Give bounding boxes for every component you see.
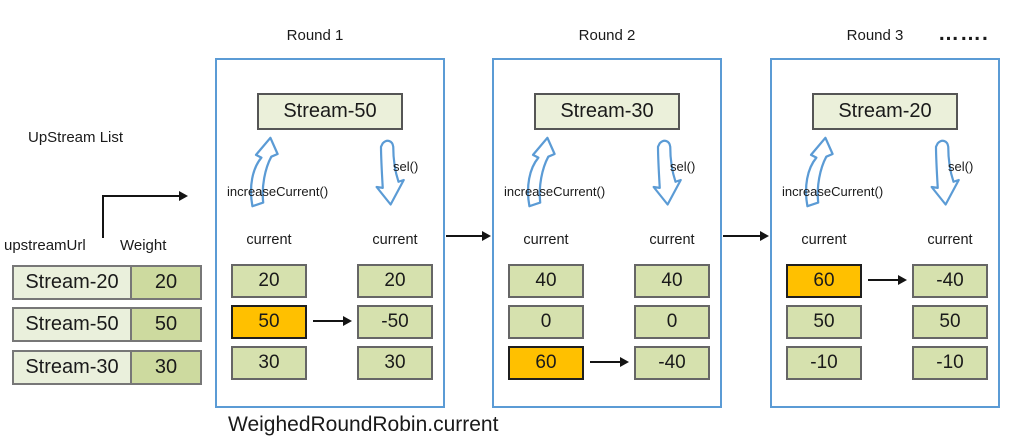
current-header-before: current [801,232,847,248]
current-cell: 40 [634,264,710,298]
current-values-before: 20 50 30 [231,264,307,387]
current-header-before: current [523,232,569,248]
current-header-after: current [372,232,418,248]
increase-current-label: increaseCurrent() [782,184,884,199]
current-header-after: current [649,232,695,248]
current-cell: -10 [912,346,988,380]
sel-label: sel() [948,159,974,174]
upstream-list-label: UpStream List [28,129,124,146]
current-cell: 30 [231,346,307,380]
round-1-box: Stream-50 increaseCurrent() sel() curren… [215,58,445,408]
upstream-url-cell: Stream-50 [12,307,130,342]
table-to-round1-arrow [102,191,188,201]
diagram-caption: WeighedRoundRobin.current [228,413,499,436]
sel-arrow-icon [652,139,682,206]
continuation-ellipsis: ……. [938,22,989,45]
current-cell: 0 [634,305,710,339]
current-cell: -40 [634,346,710,380]
sel-arrow-icon [375,139,405,206]
current-cell: -50 [357,305,433,339]
round2-to-round3-arrow [723,231,769,241]
selected-row-arrow [868,275,907,285]
current-cell: -40 [912,264,988,298]
selected-stream-box: Stream-50 [257,93,403,130]
table-row: Stream-20 20 [12,265,202,300]
selected-row-arrow [590,357,629,367]
weight-cell: 20 [130,265,202,300]
current-cell: 40 [508,264,584,298]
current-cell: 60 [786,264,862,298]
selected-row-arrow [313,316,352,326]
current-cell: 20 [231,264,307,298]
sel-arrow-icon [930,139,960,206]
increase-current-arrow-icon [804,136,834,208]
increase-current-label: increaseCurrent() [504,184,606,199]
current-cell: 50 [231,305,307,339]
selected-stream-box: Stream-30 [534,93,680,130]
current-values-after: 20 -50 30 [357,264,433,387]
sel-label: sel() [670,159,696,174]
upstream-url-column-header: upstreamUrl [4,237,86,254]
weight-column-header: Weight [120,237,167,254]
sel-label: sel() [393,159,419,174]
current-cell: 0 [508,305,584,339]
increase-current-label: increaseCurrent() [227,184,329,199]
round-3-title: Round 3 [846,27,904,44]
round-1-title: Round 1 [286,27,344,44]
table-row: Stream-30 30 [12,350,202,385]
current-values-before: 60 50 -10 [786,264,862,387]
round-2-box: Stream-30 increaseCurrent() sel() curren… [492,58,722,408]
table-to-round1-arrow-vertical [102,196,104,238]
current-header-before: current [246,232,292,248]
upstream-url-cell: Stream-20 [12,265,130,300]
current-cell: 50 [912,305,988,339]
current-cell: 60 [508,346,584,380]
current-cell: 20 [357,264,433,298]
current-values-after: -40 50 -10 [912,264,988,387]
round-2-title: Round 2 [578,27,636,44]
current-cell: 50 [786,305,862,339]
selected-stream-box: Stream-20 [812,93,958,130]
current-header-after: current [927,232,973,248]
round1-to-round2-arrow [446,231,491,241]
upstream-url-cell: Stream-30 [12,350,130,385]
increase-current-arrow-icon [526,136,556,208]
weight-cell: 30 [130,350,202,385]
current-cell: 30 [357,346,433,380]
current-values-before: 40 0 60 [508,264,584,387]
increase-current-arrow-icon [249,136,279,208]
current-values-after: 40 0 -40 [634,264,710,387]
table-row: Stream-50 50 [12,307,202,342]
current-cell: -10 [786,346,862,380]
round-3-box: Stream-20 increaseCurrent() sel() curren… [770,58,1000,408]
weight-cell: 50 [130,307,202,342]
